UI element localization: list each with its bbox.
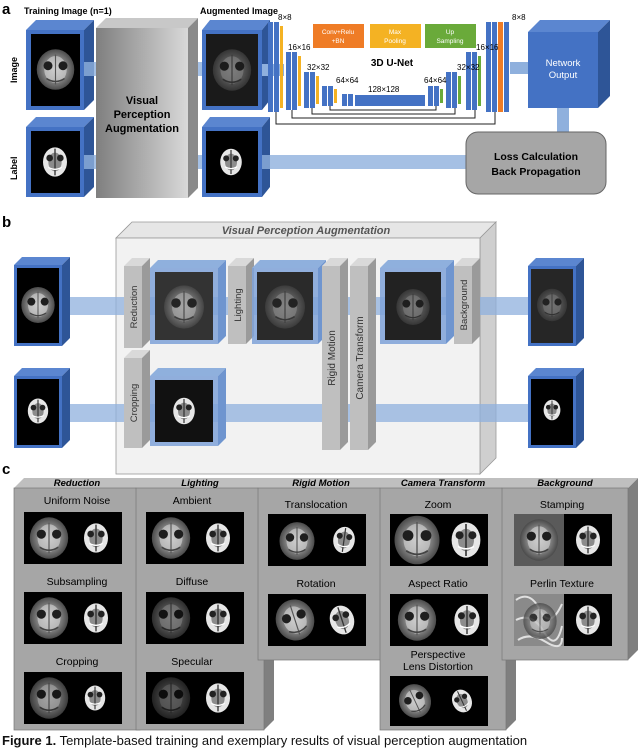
step-lighting: Lighting (228, 258, 254, 344)
training-label-cube (26, 117, 94, 197)
panel-b: b Visual Perception Augmentation (2, 214, 584, 475)
panel-b-title: Visual Perception Augmentation (222, 225, 391, 237)
vpa-label-line1: Visual (126, 95, 158, 107)
legend-up-swatch (425, 24, 476, 48)
b-cube-after-reduction (150, 260, 226, 344)
network-output-line1: Network (546, 58, 581, 69)
vpa-label-line2: Perception (114, 109, 171, 121)
training-image-cube (26, 20, 94, 110)
item-diffuse: Diffuse (176, 576, 209, 588)
network-output-cube: Network Output (528, 20, 610, 108)
panel-a-letter: a (2, 1, 11, 18)
card-camera-transform: Camera Transform Zoom Aspect Ratio Persp… (379, 478, 516, 731)
size-8x8-left: 8×8 (278, 13, 292, 22)
network-output-line2: Output (549, 70, 578, 81)
figure-caption: Figure 1. Template-based training and ex… (2, 733, 638, 748)
item-rotation: Rotation (296, 578, 335, 590)
item-perspective: Perspective (411, 649, 466, 661)
b-cube-after-cropping (150, 368, 226, 446)
card-reduction: Reduction Uniform Noise Subsampling Crop… (13, 478, 150, 731)
legend-conv-line2: +BN (332, 38, 345, 45)
item-translocation: Translocation (285, 499, 348, 511)
panel-c-letter: c (2, 461, 10, 478)
legend-up-line1: Up (446, 29, 455, 36)
step-camera-transform-label: Camera Transform (355, 316, 366, 399)
panel-c: c Reduction Uniform Noise Subsampling Cr… (2, 461, 638, 731)
step-rigid-motion-label: Rigid Motion (327, 330, 338, 386)
loss-line1: Loss Calculation (494, 151, 578, 163)
size-8x8-right: 8×8 (512, 13, 526, 22)
vpa-label-line3: Augmentation (105, 123, 179, 135)
vpa-box: Visual Perception Augmentation (96, 18, 198, 198)
legend-conv-swatch (313, 24, 364, 48)
item-stamping: Stamping (540, 499, 585, 511)
card-lighting-title: Lighting (181, 478, 219, 489)
size-32x32-right: 32×32 (457, 63, 480, 72)
legend-up-line2: Sampling (436, 38, 463, 45)
step-reduction-label: Reduction (129, 286, 140, 329)
legend-pool-line1: Max (389, 29, 402, 36)
augmented-label-cube (202, 117, 270, 197)
step-camera-transform: Camera Transform (350, 258, 376, 450)
size-32x32-left: 32×32 (307, 63, 330, 72)
loss-box: Loss Calculation Back Propagation (465, 131, 607, 195)
augmented-image-title: Augmented Image (200, 6, 278, 16)
item-lens-distortion: Lens Distortion (403, 661, 473, 673)
row-label-image: Image (9, 57, 19, 83)
b-cube-after-lighting (252, 260, 326, 344)
row-label-label: Label (9, 156, 19, 180)
item-uniform-noise: Uniform Noise (44, 495, 111, 507)
step-rigid-motion: Rigid Motion (322, 258, 348, 450)
caption-text: Template-based training and exemplary re… (59, 733, 528, 748)
training-image-title: Training Image (n=1) (24, 6, 112, 16)
legend-conv-line1: Conv+Relu (322, 29, 355, 36)
size-16x16-left: 16×16 (288, 43, 311, 52)
step-background: Background (454, 258, 480, 344)
b-cube-after-camera (380, 260, 454, 344)
unet-title: 3D U-Net (371, 58, 414, 69)
size-128x128: 128×128 (368, 85, 400, 94)
step-background-label: Background (459, 280, 470, 331)
card-background-title: Background (537, 478, 593, 489)
step-lighting-label: Lighting (233, 288, 244, 321)
step-cropping: Cropping (124, 350, 150, 448)
item-specular: Specular (171, 656, 213, 668)
card-camera-title: Camera Transform (401, 478, 486, 489)
step-cropping-label: Cropping (129, 384, 140, 423)
card-reduction-title: Reduction (54, 478, 101, 489)
legend-pool-swatch (370, 24, 421, 48)
card-lighting: Lighting Ambient Diffuse Specular (135, 478, 274, 731)
b-input-image-cube (14, 257, 70, 346)
b-output-label-cube (528, 368, 584, 448)
item-aspect-ratio: Aspect Ratio (408, 578, 468, 590)
legend-pool-line2: Pooling (384, 38, 406, 45)
panel-b-letter: b (2, 214, 11, 231)
step-reduction: Reduction (124, 258, 150, 348)
item-perlin-texture: Perlin Texture (530, 578, 594, 590)
panel-a: a Training Image (n=1) Augmented Image I… (2, 1, 610, 198)
item-subsampling: Subsampling (47, 576, 108, 588)
card-rigid-motion-title: Rigid Motion (292, 478, 350, 489)
item-ambient: Ambient (173, 495, 212, 507)
caption-figure-number: Figure 1. (2, 733, 57, 748)
size-64x64-right: 64×64 (424, 76, 447, 85)
loss-line2: Back Propagation (491, 166, 580, 178)
item-zoom: Zoom (425, 499, 452, 511)
card-background: Background Stamping Perlin Texture (501, 478, 638, 661)
size-16x16-right: 16×16 (476, 43, 499, 52)
augmented-image-cube (202, 20, 270, 110)
b-output-image-cube (528, 258, 584, 346)
card-rigid-motion: Rigid Motion Translocation Rotation (257, 478, 394, 661)
unet-architecture (268, 22, 509, 125)
size-64x64-left: 64×64 (336, 76, 359, 85)
b-input-label-cube (14, 368, 70, 448)
item-cropping: Cropping (56, 656, 99, 668)
